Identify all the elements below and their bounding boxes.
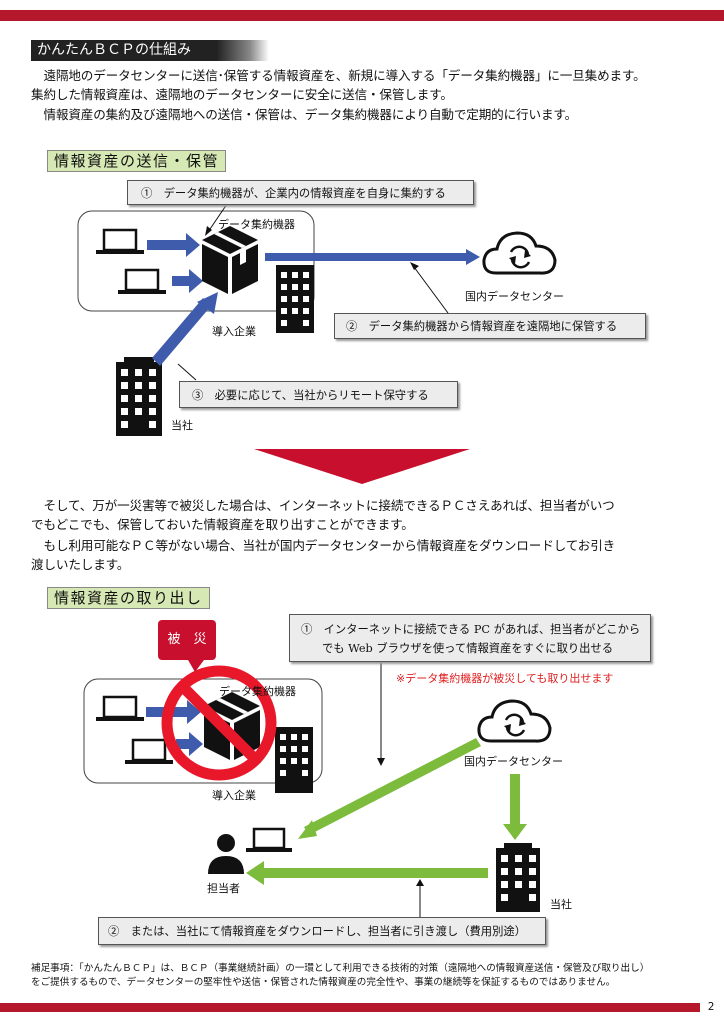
our-company-label-2: 当社 — [550, 898, 572, 911]
prohibited-icon — [161, 665, 277, 781]
middle-line-2: でもどこでも、保管しておいた情報資産を取り出すことができます。 — [31, 517, 414, 532]
middle-paragraph: そして、万が一災害等で被災した場合は、インターネットに接続できるＰＣさえあれば、… — [31, 496, 703, 574]
footnote: 補足事項：「かんたんＢＣＰ」は、ＢＣＰ（事業継続計画）の一環として利用できる技術… — [31, 962, 701, 990]
footnote-line-1: 補足事項：「かんたんＢＣＰ」は、ＢＣＰ（事業継続計画）の一環として利用できる技術… — [31, 963, 650, 974]
diagram2-callout-1: ① インターネットに接続できる PC があれば、担当者がどこから でも Web … — [289, 614, 651, 662]
laptop-icon — [118, 268, 166, 294]
laptop-icon — [96, 695, 144, 721]
diagram1-callout-1: ① データ集約機器が、企業内の情報資産を自身に集約する — [127, 180, 474, 205]
intro-paragraph: 遠隔地のデータセンターに送信･保管する情報資産を、新規に導入する「データ集約機器… — [31, 66, 701, 124]
diagram2-label: 情報資産の取り出し — [47, 587, 210, 609]
middle-line-3: もし利用可能なＰＣ等がない場合、当社が国内データセンターから情報資産をダウンロー… — [31, 538, 616, 553]
laptop-icon — [246, 827, 292, 852]
bottom-border-bar — [0, 1003, 700, 1012]
footnote-line-2: をご提供するもので、データセンターの堅牢性や送信・保管された情報資産の完全性や、… — [31, 977, 616, 988]
disaster-badge: 被 災 — [158, 620, 216, 660]
laptop-icon — [125, 738, 173, 764]
company-label: 導入企業 — [212, 325, 256, 338]
datacenter-label-2: 国内データセンター — [464, 755, 563, 768]
arrow-datacenter-to-user — [298, 738, 481, 839]
arrow-datacenter-to-our-company — [503, 774, 527, 840]
intro-line-3: 情報資産の集約及び遠隔地への送信・保管は、データ集約機器により自動で定期的に行い… — [31, 107, 578, 122]
datacenter-label: 国内データセンター — [465, 290, 564, 303]
disaster-badge-tail — [188, 660, 204, 672]
transition-down-arrow — [254, 449, 470, 484]
company-building-icon — [275, 727, 313, 793]
arrow-device-to-datacenter — [265, 249, 480, 265]
top-border-bar — [0, 10, 724, 21]
middle-line-1: そして、万が一災害等で被災した場合は、インターネットに接続できるＰＣさえあれば、… — [31, 498, 615, 513]
diagram1-callout-2: ② データ集約機器から情報資産を遠隔地に保管する — [334, 313, 646, 339]
person-label: 担当者 — [207, 882, 240, 895]
arrow-laptop-to-device — [172, 269, 203, 293]
cloud-sync-icon — [477, 699, 552, 743]
arrow-remote-maintenance — [152, 292, 218, 366]
red-note: ※データ集約機器が被災しても取り出せます — [396, 672, 614, 685]
diagram2-callout-1-line-1: ① インターネットに接続できる PC があれば、担当者がどこから — [301, 623, 641, 636]
diagram2-callout-1-line-2: でも Web ブラウザを使って情報資産をすぐに取り出せる — [322, 642, 614, 655]
our-company-building-icon — [116, 357, 162, 436]
diagram1-label: 情報資産の送信・保管 — [47, 150, 227, 172]
diagram2-callout-2: ② または、当社にて情報資産をダウンロードし、担当者に引き渡し（費用別途） — [98, 917, 546, 945]
cloud-sync-icon — [482, 231, 557, 275]
diagram1-callout-3: ③ 必要に応じて、当社からリモート保守する — [179, 381, 458, 408]
company-building-icon — [276, 265, 314, 333]
arrow-laptop-to-device — [176, 732, 203, 756]
callout1-pointer — [207, 203, 228, 233]
laptop-icon — [96, 228, 144, 254]
intro-line-2: 集約した情報資産は、遠隔地のデータセンターに安全に送信・保管します。 — [31, 87, 453, 102]
device-label: データ集約機器 — [218, 218, 295, 231]
arrow-laptop-to-device — [147, 233, 200, 257]
device-label-2: データ集約機器 — [219, 685, 296, 698]
person-icon — [208, 834, 244, 874]
data-aggregation-box-icon — [202, 226, 258, 294]
section-title: かんたんＢＣＰの仕組み — [31, 40, 269, 61]
middle-line-4: 渡しいたします。 — [31, 557, 130, 572]
arrow-our-company-to-user — [246, 861, 488, 885]
callout2-pointer — [413, 266, 449, 314]
intro-line-1: 遠隔地のデータセンターに送信･保管する情報資産を、新規に導入する「データ集約機器… — [31, 68, 646, 83]
callout3-pointer — [177, 363, 197, 381]
company-label-2: 導入企業 — [212, 789, 256, 802]
page-number: 2 — [707, 1000, 715, 1013]
our-company-label: 当社 — [171, 419, 193, 432]
our-company-building-icon — [496, 843, 540, 912]
